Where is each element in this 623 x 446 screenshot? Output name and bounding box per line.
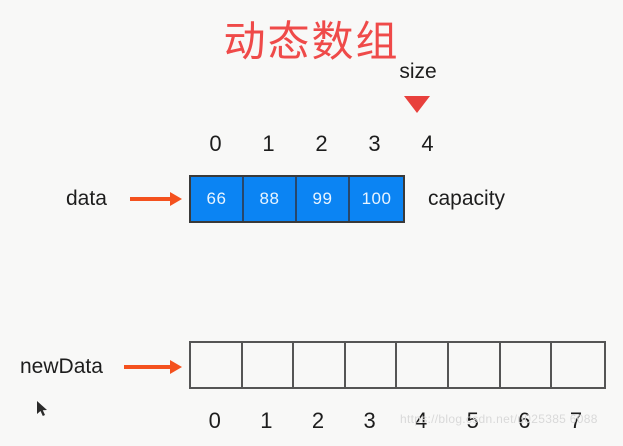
capacity-label: capacity bbox=[428, 187, 506, 210]
index-label: 5 bbox=[466, 408, 479, 433]
data-array: 66 88 99 100 bbox=[189, 175, 405, 223]
page-title: 动态数组 bbox=[223, 17, 400, 66]
index-label: 1 bbox=[260, 408, 273, 433]
array-cell bbox=[191, 343, 243, 387]
index-label: 1 bbox=[262, 131, 275, 156]
index-label: 2 bbox=[315, 131, 328, 156]
size-label: size bbox=[399, 60, 437, 83]
index-label: 0 bbox=[208, 408, 221, 433]
array-cell bbox=[346, 343, 398, 387]
array-cell: 88 bbox=[244, 177, 297, 221]
array-cell bbox=[294, 343, 346, 387]
array-cell bbox=[449, 343, 501, 387]
arrow-head bbox=[170, 192, 182, 206]
array-cell: 66 bbox=[191, 177, 244, 221]
arrow-shaft bbox=[124, 365, 170, 369]
arrow-head bbox=[170, 360, 182, 374]
array-cell: 100 bbox=[350, 177, 403, 221]
newdata-variable-label: newData bbox=[20, 355, 103, 378]
index-label: 3 bbox=[368, 131, 381, 156]
index-label: 0 bbox=[209, 131, 222, 156]
array-cell bbox=[243, 343, 295, 387]
index-label: 4 bbox=[421, 131, 434, 156]
newdata-array-index-row: 0 1 2 3 4 5 6 7 bbox=[189, 408, 602, 434]
array-cell: 99 bbox=[297, 177, 350, 221]
index-label: 6 bbox=[518, 408, 531, 433]
mouse-cursor-icon bbox=[37, 401, 47, 416]
index-label: 4 bbox=[415, 408, 428, 433]
arrow-shaft bbox=[130, 197, 170, 201]
down-triangle-icon bbox=[404, 96, 430, 113]
right-arrow-icon bbox=[130, 192, 182, 206]
data-variable-label: data bbox=[66, 187, 107, 210]
right-arrow-icon bbox=[124, 360, 182, 374]
data-array-index-row: 0 1 2 3 4 bbox=[189, 131, 454, 157]
index-label: 3 bbox=[363, 408, 376, 433]
array-cell bbox=[397, 343, 449, 387]
newdata-array bbox=[189, 341, 606, 389]
array-cell bbox=[552, 343, 604, 387]
watermark-text: https://blog.csdn.net/u025385 6088 bbox=[400, 412, 598, 426]
index-label: 2 bbox=[311, 408, 325, 433]
index-label: 7 bbox=[569, 408, 583, 433]
array-cell bbox=[501, 343, 553, 387]
